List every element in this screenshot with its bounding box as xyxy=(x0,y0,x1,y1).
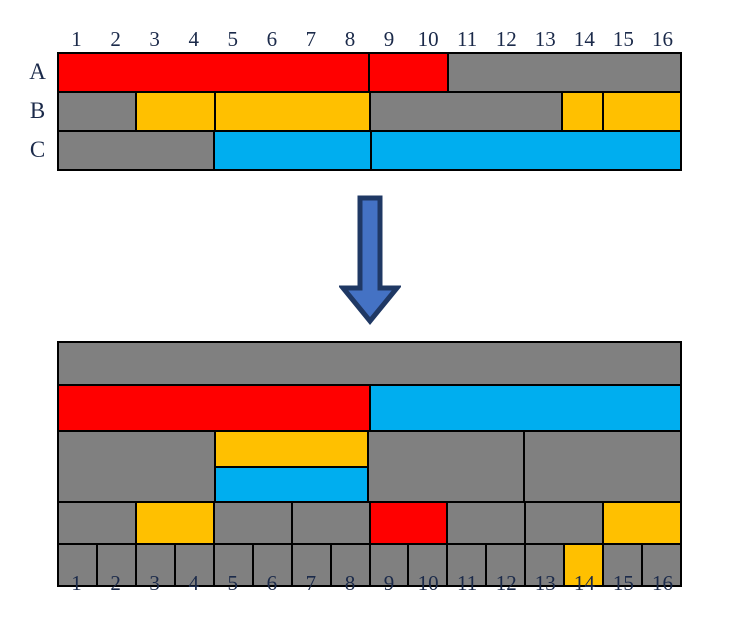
bottom-r3-block-3-gray xyxy=(366,430,526,503)
bottom-col-label-6: 6 xyxy=(266,571,278,595)
bottom-r5-block-16-gray xyxy=(641,543,682,587)
bottom-r3-block-1-gray xyxy=(57,430,216,503)
bottom-col-label-4: 4 xyxy=(188,571,199,595)
top-col-label-1: 1 xyxy=(71,27,82,51)
row-label-c: C xyxy=(29,137,46,162)
top-r2-block-6-yellow xyxy=(601,91,682,132)
bottom-r5-block-1-gray xyxy=(57,543,98,587)
bottom-r4-block-3-gray xyxy=(212,501,293,545)
bottom-r5-block-10-gray xyxy=(407,543,449,587)
bottom-r5-block-3-gray xyxy=(134,543,176,587)
top-col-label-13: 13 xyxy=(534,27,556,51)
top-schedule-grid xyxy=(57,52,682,171)
bottom-r2-block-2-blue xyxy=(368,384,682,432)
bottom-r1-block-1-gray xyxy=(57,341,682,386)
transform-arrow xyxy=(337,195,403,325)
bottom-col-label-10: 10 xyxy=(417,571,439,595)
top-col-label-16: 16 xyxy=(651,27,673,51)
top-col-label-10: 10 xyxy=(417,27,439,51)
bottom-col-label-2: 2 xyxy=(110,571,121,595)
top-col-label-12: 12 xyxy=(495,27,517,51)
bottom-row-5 xyxy=(57,543,682,587)
bottom-row-4 xyxy=(57,501,682,545)
bottom-r5-block-2-gray xyxy=(95,543,137,587)
top-r1-block-2-red xyxy=(367,52,449,93)
bottom-schedule-grid xyxy=(57,341,682,587)
bottom-col-label-16: 16 xyxy=(651,571,673,595)
bottom-r4-block-2-yellow xyxy=(134,501,215,545)
bottom-r4-block-4-gray xyxy=(290,501,371,545)
top-col-label-8: 8 xyxy=(344,27,356,51)
bottom-col-label-13: 13 xyxy=(534,571,556,595)
bottom-col-label-12: 12 xyxy=(495,571,517,595)
top-r3-block-3-blue xyxy=(369,130,682,171)
top-col-label-9: 9 xyxy=(383,27,395,51)
top-row-2 xyxy=(57,91,682,132)
top-row-1 xyxy=(57,52,682,93)
bottom-col-label-5: 5 xyxy=(227,571,239,595)
top-r3-block-1-gray xyxy=(57,130,216,171)
top-r2-block-1-gray xyxy=(57,91,138,132)
bottom-r3-block-2-sub-2-blue xyxy=(213,465,369,503)
down-arrow-icon xyxy=(337,195,403,325)
top-col-label-7: 7 xyxy=(305,27,317,51)
bottom-col-label-15: 15 xyxy=(612,571,634,595)
bottom-r4-block-5-red xyxy=(368,501,449,545)
bottom-r4-block-1-gray xyxy=(57,501,137,545)
top-r2-block-2-yellow xyxy=(135,91,216,132)
bottom-row-2 xyxy=(57,384,682,432)
top-col-label-15: 15 xyxy=(612,27,634,51)
bottom-col-label-9: 9 xyxy=(383,571,395,595)
top-r3-block-2-blue xyxy=(213,130,372,171)
top-col-label-11: 11 xyxy=(457,27,478,51)
bottom-col-label-8: 8 xyxy=(344,571,356,595)
top-col-label-14: 14 xyxy=(573,27,595,51)
bottom-r3-block-2-sub-1-yellow xyxy=(213,430,369,468)
top-r1-block-3-gray xyxy=(446,52,682,93)
top-col-label-2: 2 xyxy=(110,27,121,51)
top-r1-block-1-red xyxy=(57,52,370,93)
top-r2-block-5-yellow xyxy=(561,91,604,132)
bottom-col-label-14: 14 xyxy=(573,571,595,595)
bottom-col-label-3: 3 xyxy=(149,571,160,595)
bottom-r4-block-7-gray xyxy=(524,501,605,545)
bottom-r5-block-5-gray xyxy=(212,543,254,587)
bottom-col-label-7: 7 xyxy=(305,571,317,595)
row-label-a: A xyxy=(29,59,46,84)
top-r2-block-4-gray xyxy=(368,91,564,132)
bottom-col-label-1: 1 xyxy=(71,571,82,595)
top-col-label-3: 3 xyxy=(149,27,160,51)
bottom-r3-block-2-split xyxy=(213,430,369,503)
bottom-col-label-11: 11 xyxy=(457,571,478,595)
bottom-r5-block-9-gray xyxy=(368,543,410,587)
top-col-label-4: 4 xyxy=(188,27,199,51)
bottom-row-3 xyxy=(57,430,682,503)
bottom-r4-block-6-gray xyxy=(446,501,527,545)
top-col-label-5: 5 xyxy=(227,27,239,51)
top-col-label-6: 6 xyxy=(266,27,278,51)
bottom-row-1 xyxy=(57,341,682,386)
bottom-r3-block-4-gray xyxy=(523,430,682,503)
top-row-3 xyxy=(57,130,682,171)
row-label-b: B xyxy=(29,98,46,123)
top-r2-block-3-yellow xyxy=(213,91,371,132)
bottom-r4-block-8-yellow xyxy=(602,501,682,545)
bottom-r5-block-8-gray xyxy=(329,543,371,587)
bottom-r2-block-1-red xyxy=(57,384,371,432)
